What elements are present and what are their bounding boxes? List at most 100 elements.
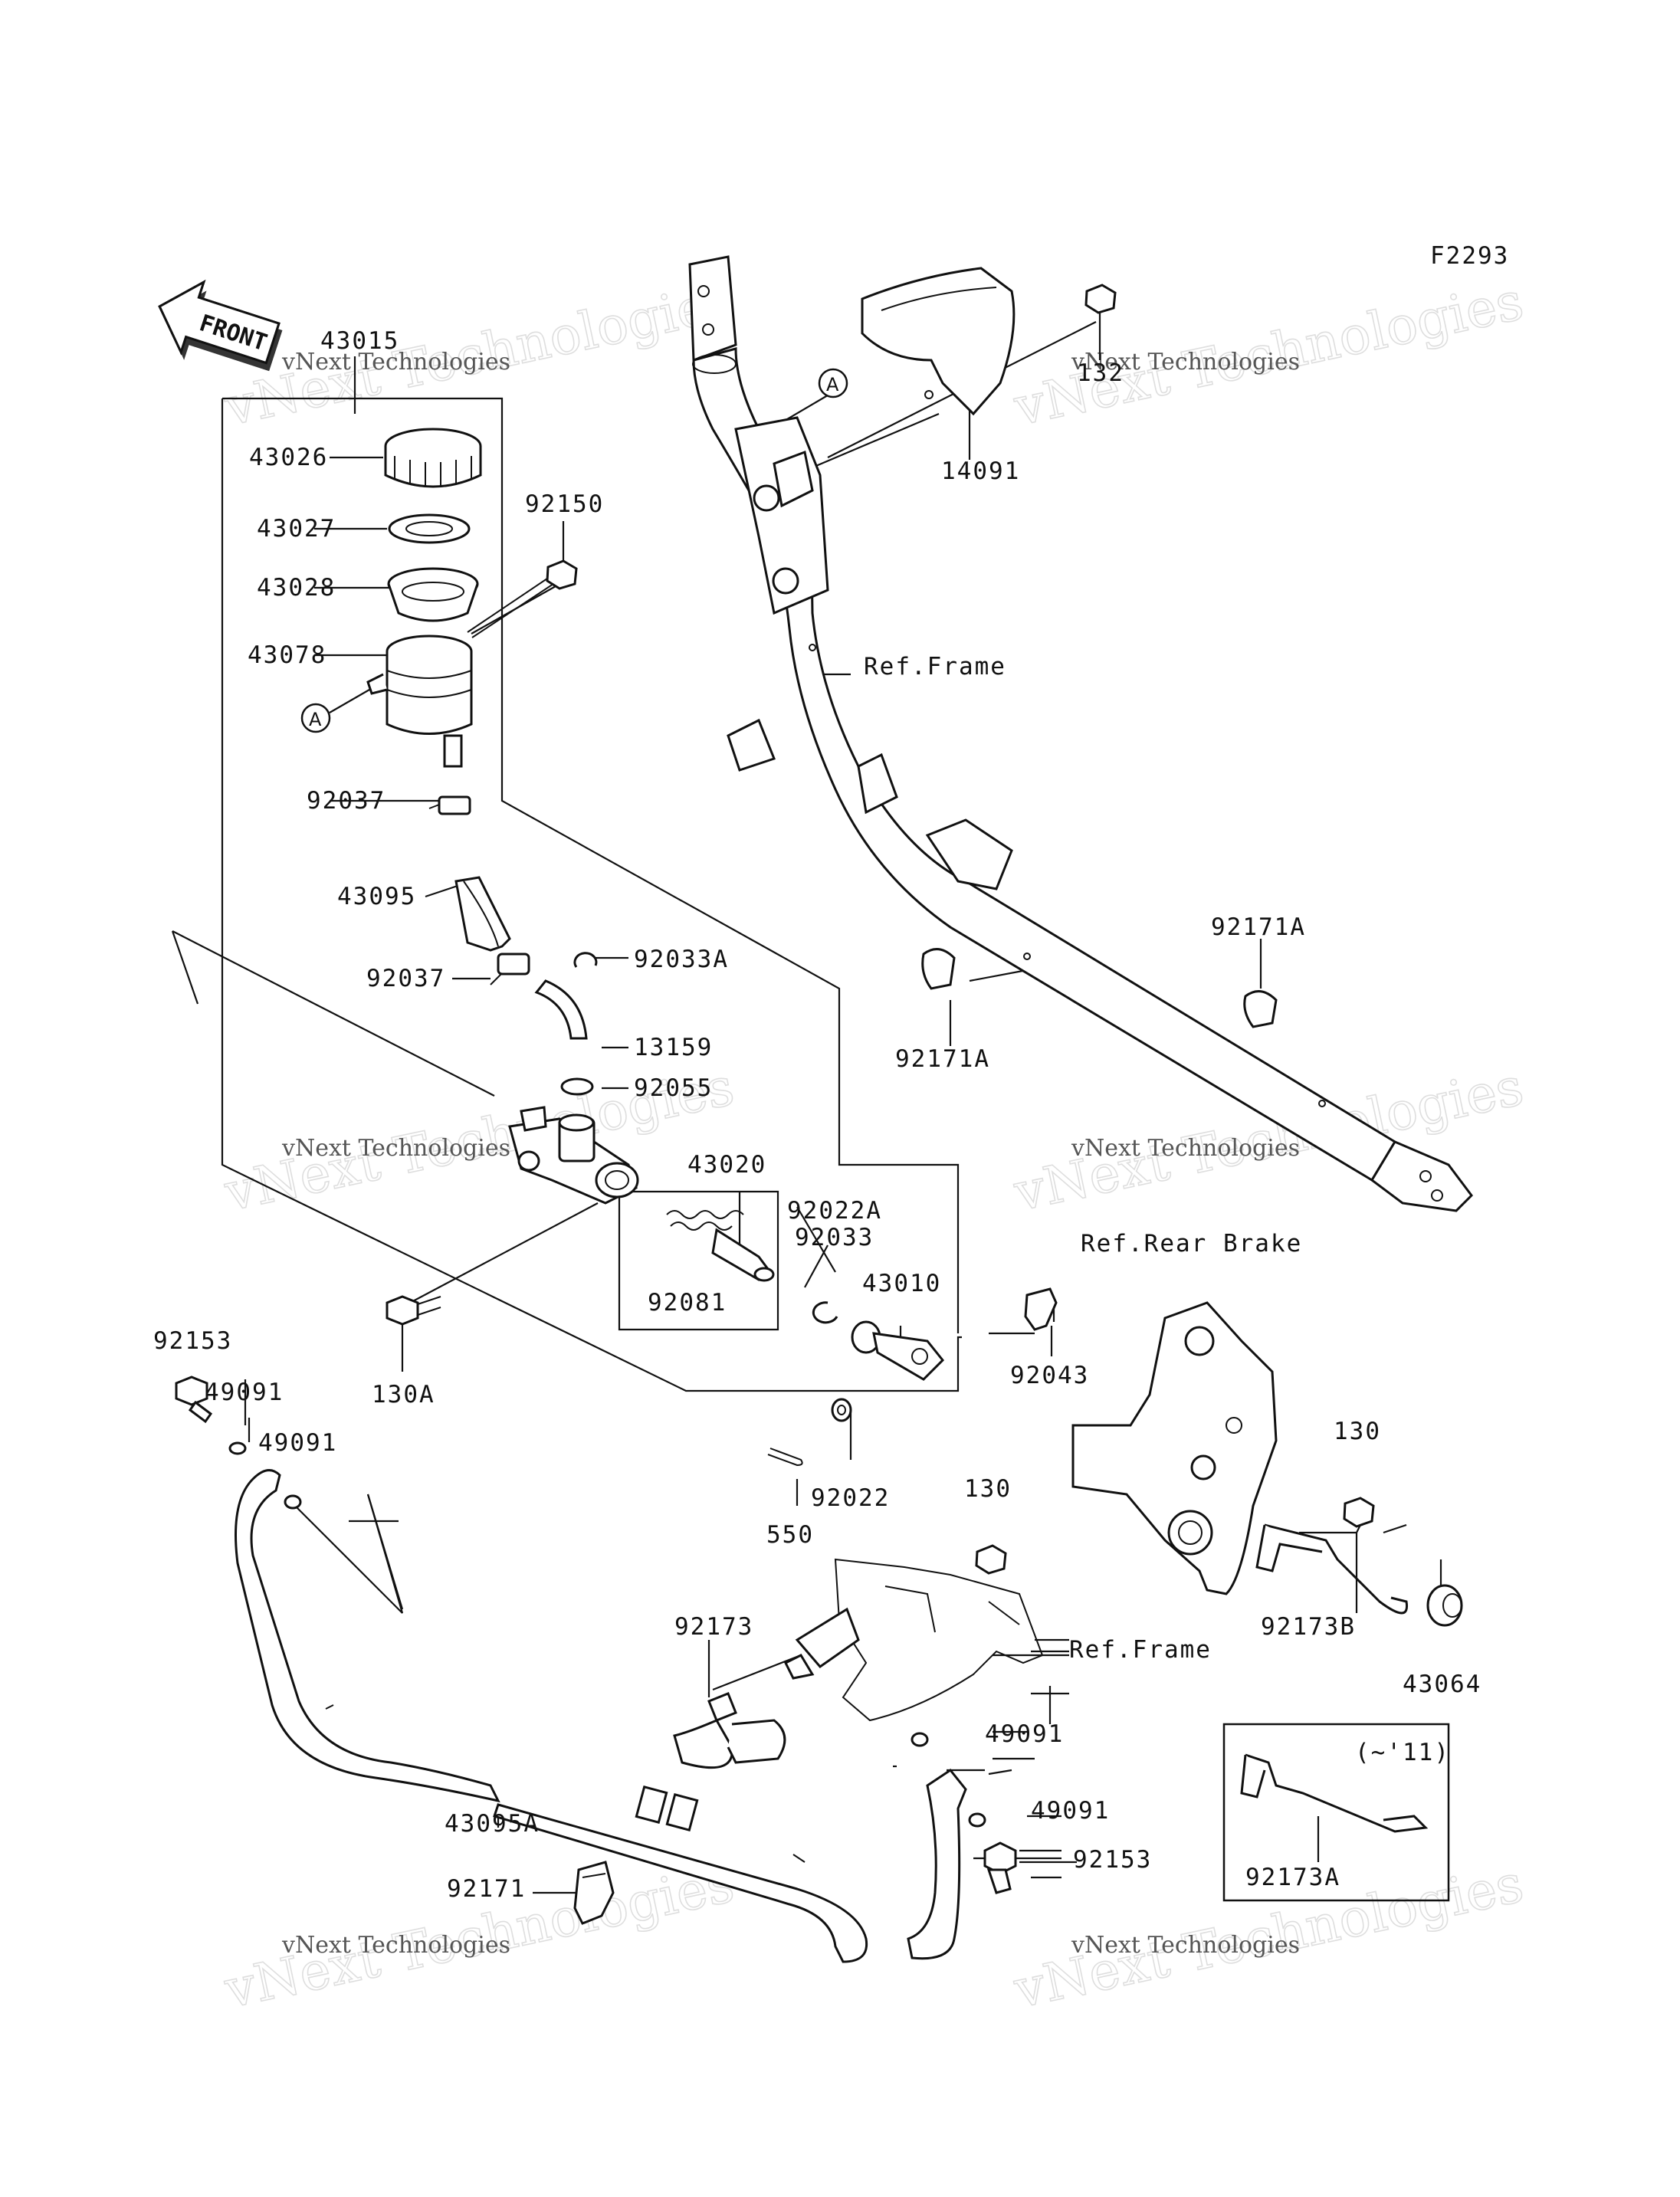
- part-label-43026: 43026: [249, 444, 328, 471]
- figure-code: F2293: [1430, 242, 1509, 270]
- circlip-92033: [812, 1301, 838, 1324]
- spring-clip-92173a: [1240, 1753, 1429, 1862]
- variant-box: (~'11): [1222, 1723, 1450, 1902]
- part-label-92055: 92055: [634, 1074, 713, 1102]
- part-label-92153-upper: 92153: [153, 1327, 232, 1355]
- washer-49091-lower-a: [911, 1732, 929, 1747]
- part-label-43027: 43027: [257, 515, 336, 543]
- clamp-92171a-mid: [921, 948, 956, 990]
- part-label-92173a: 92173A: [1245, 1864, 1340, 1891]
- part-label-92150: 92150: [525, 490, 604, 518]
- part-label-92033: 92033: [795, 1224, 874, 1251]
- circle-marker-text: A: [826, 374, 839, 395]
- assembly-outline: [171, 397, 962, 1523]
- watermark-sub-text: vNext Technologies: [1071, 349, 1300, 375]
- circlip-92033a: [573, 952, 598, 968]
- part-label-92153-lower: 92153: [1073, 1846, 1152, 1874]
- pushrod-43010: [851, 1320, 945, 1381]
- part-label-43078: 43078: [248, 641, 326, 669]
- part-label-130a: 130A: [372, 1381, 435, 1408]
- banjo-bolt-92153-upper: [175, 1376, 213, 1424]
- part-label-43095a: 43095A: [445, 1810, 540, 1838]
- part-label-130-bracket: 130: [1334, 1418, 1381, 1445]
- cover-14091: [861, 267, 1016, 416]
- watermark-sub-text: vNext Technologies: [281, 349, 510, 375]
- cotter-pin-550: [767, 1448, 803, 1467]
- hose-43095: [454, 876, 511, 952]
- variant-box-label: (~'11): [1355, 1739, 1450, 1766]
- part-label-43020: 43020: [687, 1151, 766, 1179]
- clamp-92171: [573, 1861, 615, 1925]
- part-label-92022: 92022: [811, 1484, 890, 1512]
- part-label-43064: 43064: [1403, 1671, 1481, 1698]
- rear-brake-bracket: [1071, 1301, 1278, 1595]
- clamp-92037-lower: [490, 953, 530, 985]
- part-label-13159: 13159: [634, 1034, 713, 1061]
- circle-marker-a-reservoir: A: [300, 689, 370, 733]
- part-label-92022a: 92022A: [787, 1197, 882, 1225]
- elbow-13159: [534, 979, 588, 1040]
- switch-92173: [673, 1607, 860, 1769]
- lower-frame-bracket: [834, 1544, 1044, 1722]
- reservoir-plate: [388, 513, 471, 544]
- part-label-49091-lower-b: 49091: [1031, 1797, 1110, 1825]
- part-label-550: 550: [766, 1521, 814, 1549]
- piston-assy: [711, 1228, 775, 1282]
- ref-label-frame-top: Ref.Frame: [864, 653, 1006, 680]
- watermark-sub-text: vNext Technologies: [1071, 1135, 1300, 1162]
- part-label-49091-lower-a: 49091: [985, 1720, 1064, 1748]
- part-label-92043: 92043: [1010, 1362, 1089, 1389]
- reservoir-diaphragm: [387, 567, 479, 622]
- banjo-bolt-92153-lower: [983, 1841, 1017, 1894]
- reservoir-cap: [384, 428, 482, 488]
- bolt-132: [1084, 284, 1117, 314]
- part-label-92173: 92173: [674, 1613, 753, 1641]
- part-label-43095: 43095: [337, 883, 416, 910]
- part-label-14091: 14091: [941, 457, 1020, 485]
- part-label-92171: 92171: [447, 1875, 526, 1903]
- ref-labels: Ref.Frame Ref.Frame Ref.Rear Brake: [864, 653, 1302, 1664]
- watermark-sub-text: vNext Technologies: [281, 1932, 510, 1959]
- part-label-49091-mid: 49091: [258, 1429, 337, 1457]
- watermark-sub-text: vNext Technologies: [281, 1135, 510, 1162]
- reservoir-tank: [366, 635, 473, 768]
- part-label-130-frame: 130: [964, 1475, 1012, 1503]
- part-label-92171a-mid: 92171A: [895, 1045, 990, 1073]
- ref-label-rear-brake: Ref.Rear Brake: [1081, 1230, 1302, 1258]
- bolt-92150: [467, 559, 578, 638]
- watermark-sub-text: vNext Technologies: [1071, 1932, 1300, 1959]
- pin-92043: [1024, 1287, 1058, 1331]
- circle-marker-text: A: [309, 709, 322, 730]
- piston-spring-92081: [666, 1210, 744, 1231]
- part-label-43010: 43010: [862, 1270, 941, 1297]
- part-label-92037-upper: 92037: [307, 787, 386, 815]
- watermark-top-left: vNext Technologies vNext Technologies: [218, 271, 740, 439]
- part-label-92081: 92081: [648, 1289, 727, 1317]
- bolt-130-bracket: [1343, 1497, 1375, 1528]
- clamp-92171a-right: [1243, 990, 1278, 1028]
- master-cylinder-body: [508, 1106, 639, 1205]
- part-labels: 43015 43026 43027 43028 43078 92150 9203…: [153, 327, 1481, 1903]
- bolt-130a: [386, 1295, 441, 1326]
- part-label-92173b: 92173B: [1261, 1613, 1356, 1641]
- washer-49091-lower-b: [968, 1812, 986, 1828]
- part-label-43015: 43015: [320, 327, 399, 355]
- frame-tube: [688, 255, 1473, 1212]
- washer-49091-upper: [228, 1441, 247, 1455]
- clamp-92037-upper: [428, 795, 471, 815]
- ref-label-frame-bottom: Ref.Frame: [1069, 1636, 1212, 1664]
- part-label-92171a-right: 92171A: [1211, 913, 1306, 941]
- part-label-132: 132: [1077, 359, 1124, 387]
- front-direction-arrow: FRONT: [158, 280, 283, 372]
- part-label-49091-upper: 49091: [205, 1379, 284, 1406]
- washer-49091-mid: [284, 1494, 302, 1510]
- part-label-92037-lower: 92037: [366, 965, 445, 992]
- oring-92055: [560, 1077, 594, 1096]
- part-label-43028: 43028: [257, 574, 336, 602]
- brake-hose-43095a: [235, 1469, 967, 1963]
- grommet-43064: [1426, 1584, 1463, 1627]
- washer-92022: [831, 1398, 852, 1422]
- spring-clip-92173b: [1255, 1523, 1409, 1615]
